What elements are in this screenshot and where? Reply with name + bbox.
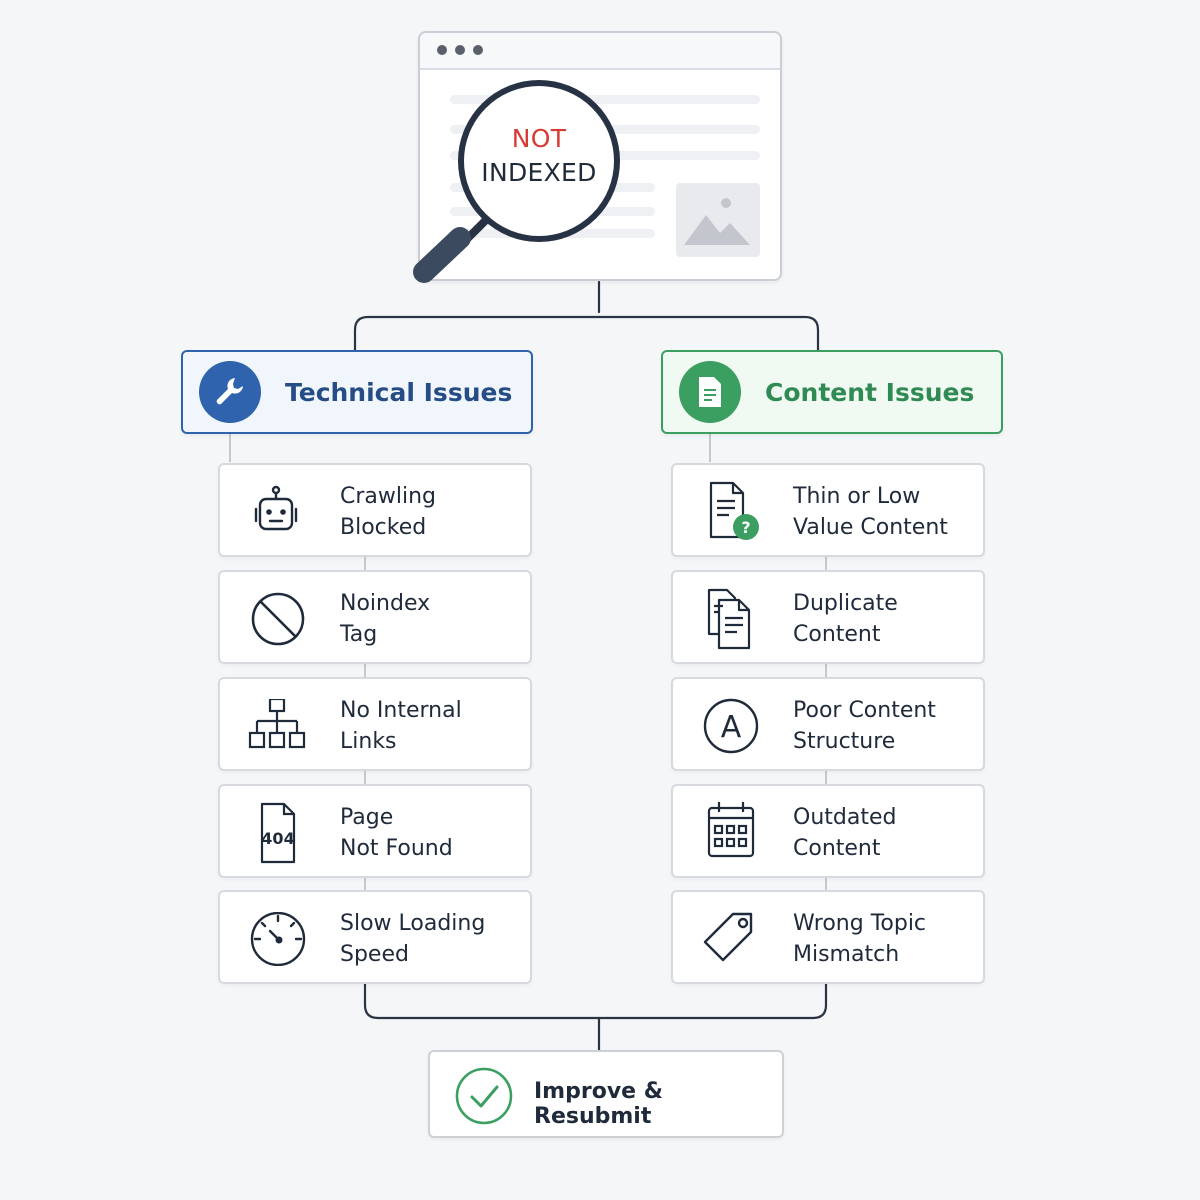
issue-label-line: Content: [793, 836, 881, 861]
issue-label-line: No Internal: [340, 698, 462, 723]
issue-label-line: Value Content: [793, 515, 948, 540]
issue-label-line: Wrong Topic: [793, 911, 927, 936]
issue-label-line: Mismatch: [793, 942, 900, 967]
file-404-icon: 404: [260, 802, 296, 864]
magnifier-icon: [413, 80, 620, 283]
issue-label: Poor Content Structure: [793, 695, 973, 757]
issue-label-line: Noindex: [340, 591, 431, 616]
window-dot: [437, 45, 447, 55]
document-question-icon: ?: [709, 481, 759, 540]
issue-label-line: Blocked: [340, 515, 427, 540]
issue-label: Page Not Found: [340, 802, 520, 864]
tag-icon: [703, 912, 753, 962]
robot-icon: [254, 485, 298, 531]
issue-thin-low-value-content: ? Thin or Low Value Content: [671, 463, 985, 557]
issue-label-line: Duplicate: [793, 591, 898, 616]
category-content-issues: Content Issues: [661, 350, 1003, 434]
letter-a-circle-icon: A: [703, 698, 759, 754]
browser-title-bar: [420, 33, 780, 70]
issue-crawling-blocked: Crawling Blocked: [218, 463, 532, 557]
check-circle-icon: [455, 1067, 513, 1125]
issue-poor-content-structure: A Poor Content Structure: [671, 677, 985, 771]
issue-label: Wrong Topic Mismatch: [793, 908, 973, 970]
issue-label: Duplicate Content: [793, 588, 973, 650]
duplicate-documents-icon: [707, 588, 751, 650]
issue-label-line: Poor Content: [793, 698, 936, 723]
issue-label: Thin or Low Value Content: [793, 481, 973, 543]
category-label: Content Issues: [765, 377, 975, 407]
issue-label: No Internal Links: [340, 695, 520, 757]
svg-text:?: ?: [741, 518, 750, 537]
status-line-not: NOT: [511, 124, 567, 153]
content-skeleton-line: [450, 95, 760, 104]
issue-noindex-tag: Noindex Tag: [218, 570, 532, 664]
issue-label-line: Slow Loading: [340, 911, 486, 936]
issue-label: Outdated Content: [793, 802, 973, 864]
issue-no-internal-links: No Internal Links: [218, 677, 532, 771]
document-icon: [679, 361, 741, 423]
window-dot: [473, 45, 483, 55]
not-indexed-label: NOT INDEXED: [462, 122, 616, 190]
issue-label-line: Outdated: [793, 805, 897, 830]
letter-a-text: A: [721, 710, 742, 745]
file-404-text: 404: [261, 829, 294, 848]
issue-label-line: Not Found: [340, 836, 453, 861]
speedometer-icon: [250, 912, 306, 966]
issue-duplicate-content: Duplicate Content: [671, 570, 985, 664]
window-dot: [455, 45, 465, 55]
status-line-indexed: INDEXED: [481, 158, 597, 187]
image-placeholder-icon: [676, 183, 760, 257]
category-technical-issues: Technical Issues: [181, 350, 533, 434]
issue-slow-loading-speed: Slow Loading Speed: [218, 890, 532, 984]
issue-label: Crawling Blocked: [340, 481, 520, 543]
issue-label-line: Tag: [340, 622, 378, 647]
issue-label: Slow Loading Speed: [340, 908, 520, 970]
prohibited-icon: [251, 592, 305, 646]
issue-label-line: Content: [793, 622, 881, 647]
issue-label-line: Structure: [793, 729, 896, 754]
wrench-icon: [199, 361, 261, 423]
issue-label-line: Crawling: [340, 484, 437, 509]
improve-resubmit-label: Improve & Resubmit: [534, 1079, 663, 1129]
improve-resubmit-step: Improve & Resubmit: [428, 1050, 784, 1138]
sitemap-icon: [248, 699, 306, 749]
issue-label-line: Links: [340, 729, 397, 754]
issue-label-line: Thin or Low: [793, 484, 921, 509]
issue-outdated-content: Outdated Content: [671, 784, 985, 878]
issue-label-line: Page: [340, 805, 394, 830]
calendar-icon: [707, 802, 755, 858]
issue-page-not-found: 404 Page Not Found: [218, 784, 532, 878]
category-label: Technical Issues: [285, 377, 513, 407]
issue-wrong-topic-mismatch: Wrong Topic Mismatch: [671, 890, 985, 984]
issue-label-line: Speed: [340, 942, 409, 967]
issue-label: Noindex Tag: [340, 588, 520, 650]
